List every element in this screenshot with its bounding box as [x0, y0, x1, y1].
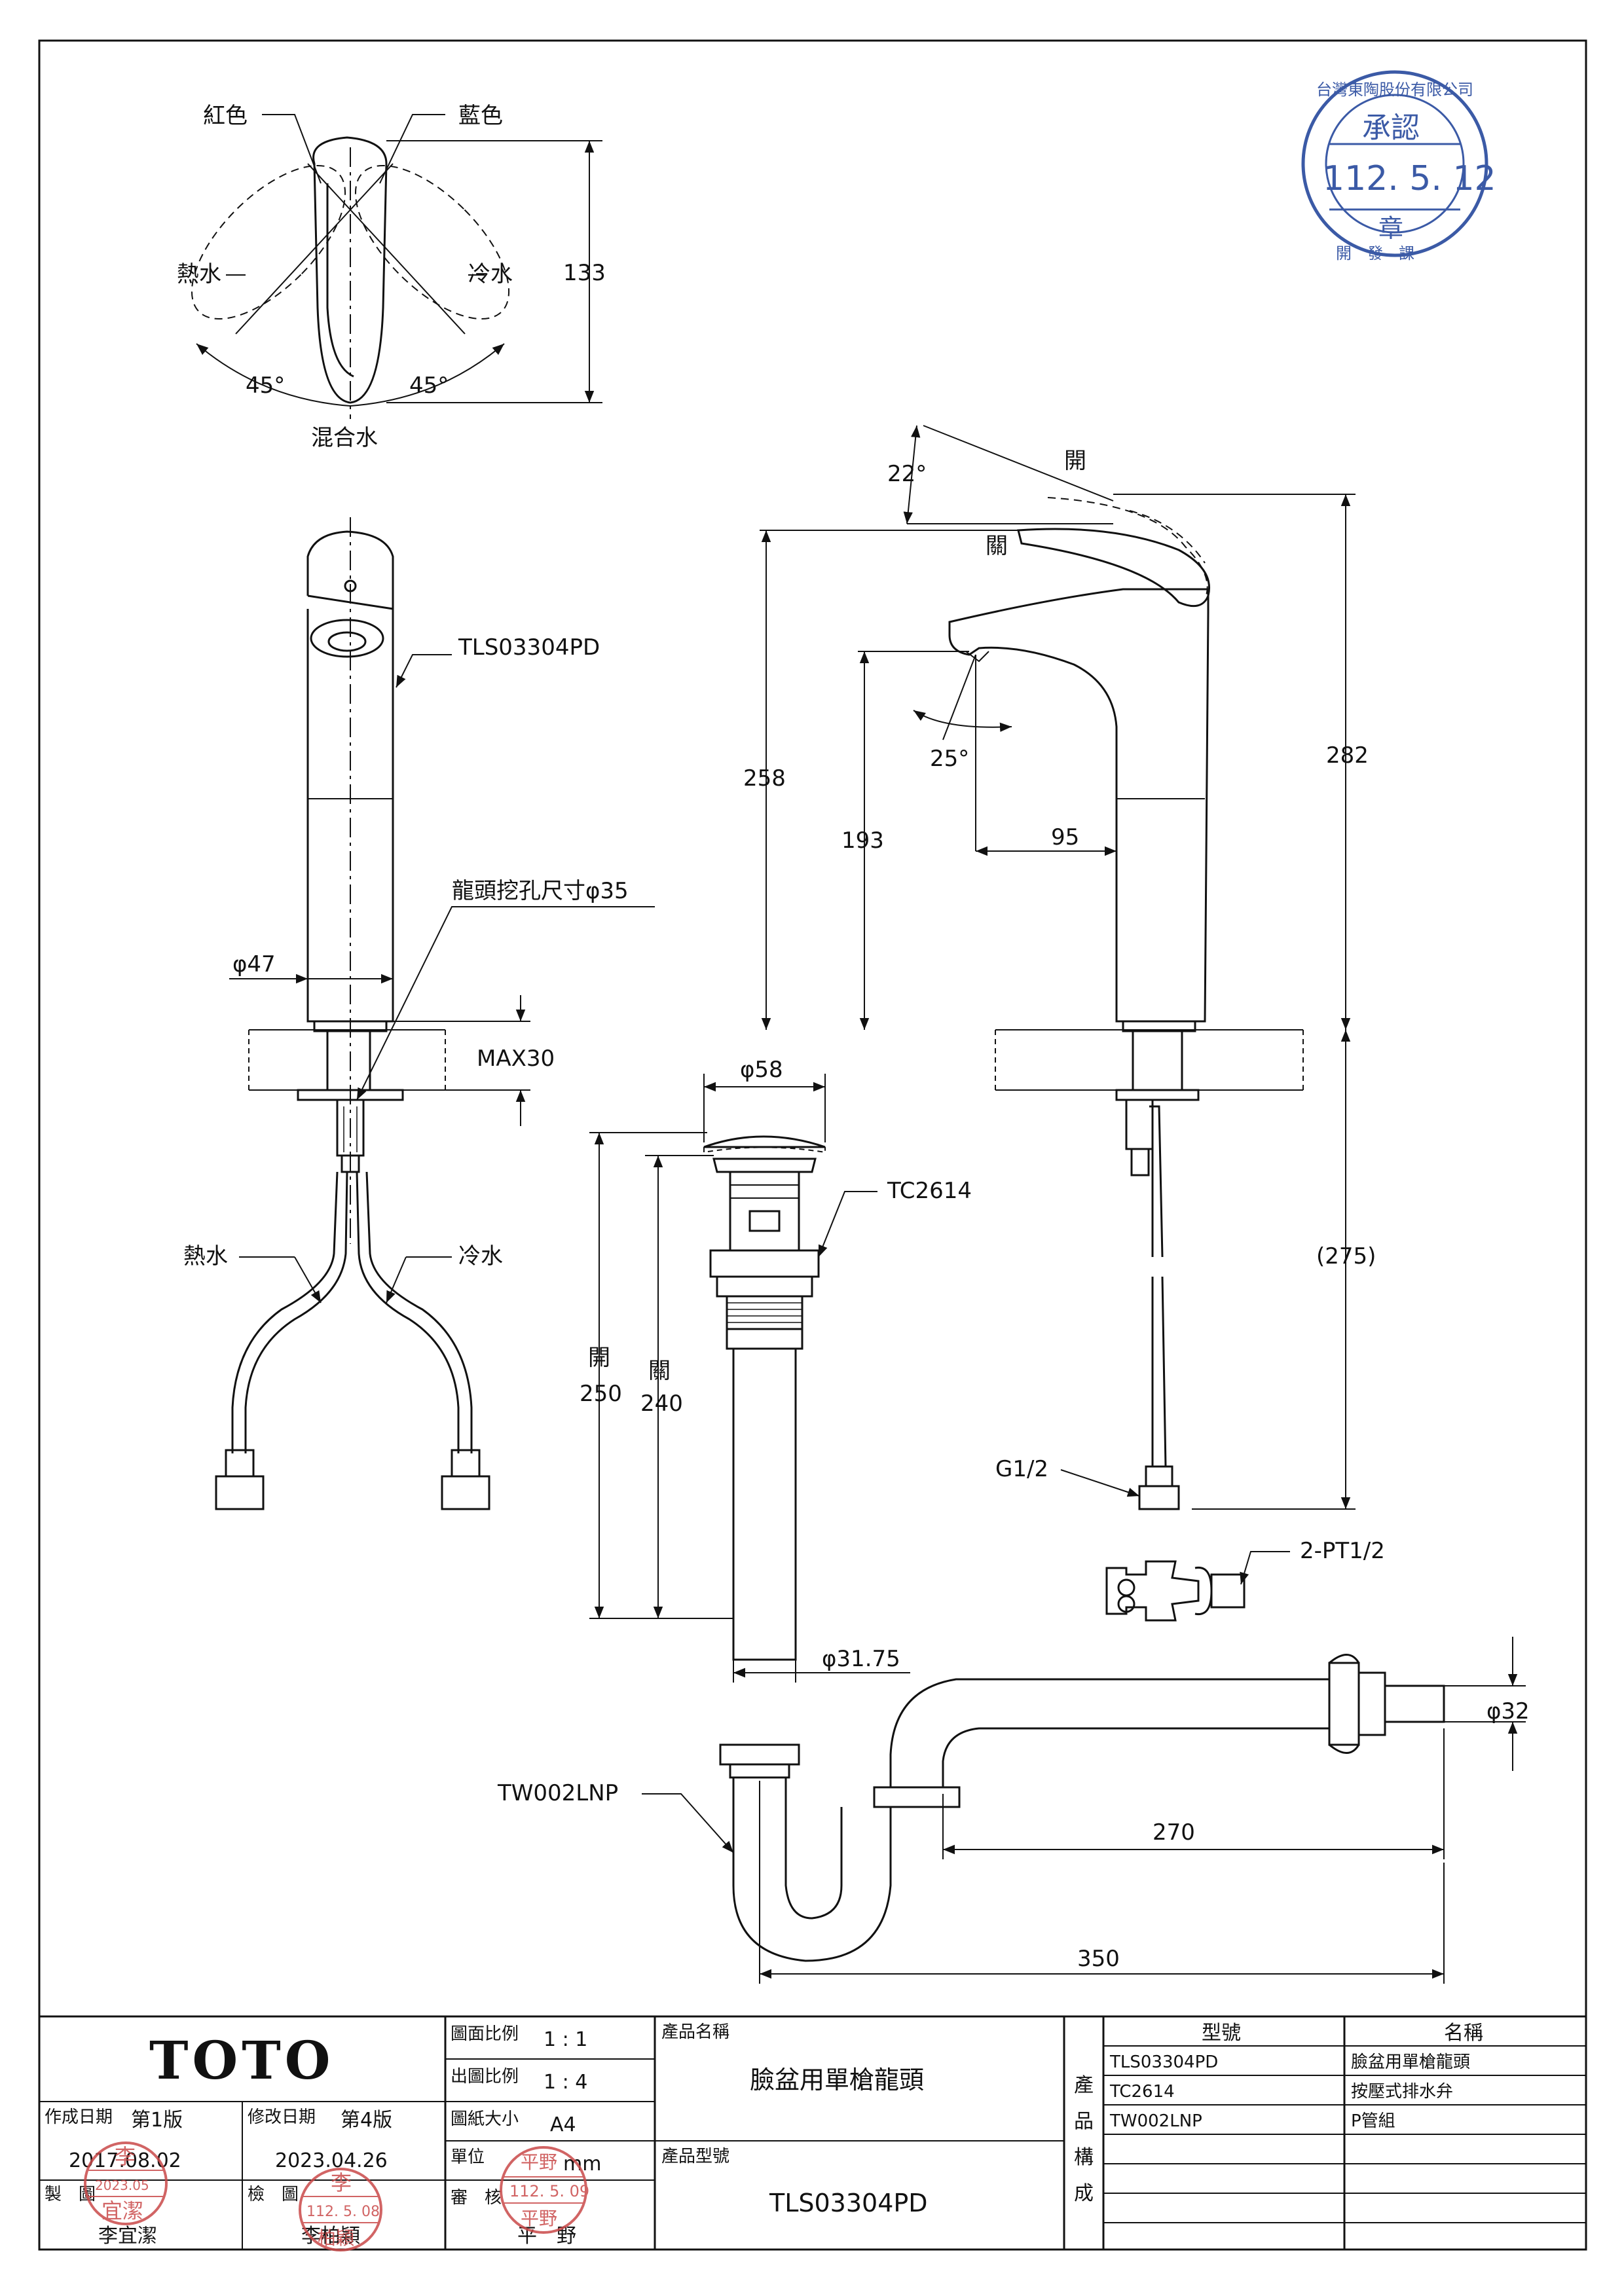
product-name-label: 產品名稱 — [661, 2022, 729, 2042]
output-scale-value: 1 : 4 — [544, 2071, 587, 2094]
label-mixed: 混合水 — [311, 425, 378, 451]
dim-133: 133 — [563, 260, 606, 286]
comp-row-3-name: P管組 — [1351, 2111, 1395, 2131]
label-hot-top: 熱水 — [177, 261, 221, 287]
dim-250: 250 — [580, 1381, 622, 1407]
dim-max30: MAX30 — [477, 1046, 555, 1072]
hole-size-label: 龍頭挖孔尺寸φ35 — [452, 878, 629, 904]
label-2pt12: 2-PT1/2 — [1300, 1538, 1385, 1564]
dim-282: 282 — [1326, 742, 1369, 769]
angle-right: 45° — [409, 373, 449, 399]
drawn-stamp-top: 李 — [115, 2144, 136, 2169]
label-cold-top: 冷水 — [468, 261, 513, 287]
checked-stamp: 李 112. 5. 08 柏穎 — [299, 2168, 382, 2251]
comp-row-1-name: 臉盆用單槍龍頭 — [1351, 2052, 1470, 2072]
outer-frame — [38, 39, 1587, 2251]
label-red: 紅色 — [203, 103, 248, 129]
product-model: TLS03304PD — [769, 2189, 928, 2217]
composition-char-1: 產 — [1074, 2074, 1094, 2097]
reviewed-stamp: 平野 112. 5. 09 平野 — [500, 2146, 589, 2234]
approval-stamp: 台灣東陶股份有限公司 承認 112. 5. 12 章 開 發 課 — [1301, 70, 1496, 263]
comp-row-2-name: 按壓式排水弁 — [1351, 2082, 1453, 2102]
modified-label: 修改日期 — [248, 2107, 316, 2127]
stamp-company: 台灣東陶股份有限公司 — [1316, 81, 1473, 99]
checked-stamp-name: 柏穎 — [318, 2227, 354, 2249]
scale-value: 1 : 1 — [544, 2028, 587, 2051]
stamp-date: 112. 5. 12 — [1323, 159, 1496, 198]
dim-270: 270 — [1153, 1819, 1195, 1846]
reviewed-stamp-date: 112. 5. 09 — [509, 2182, 589, 2200]
drawn-stamp-name: 宜潔 — [101, 2198, 143, 2223]
scale-label: 圖面比例 — [451, 2024, 519, 2044]
checked-stamp-top: 李 — [331, 2170, 352, 2195]
checked-stamp-date: 112. 5. 08 — [306, 2204, 380, 2220]
composition-char-2: 品 — [1074, 2110, 1094, 2133]
created-label: 作成日期 — [45, 2107, 113, 2127]
stamp-seal: 章 — [1378, 214, 1403, 243]
reviewed-label: 審 核 — [451, 2188, 502, 2208]
dim-193: 193 — [841, 828, 884, 854]
dim-258: 258 — [743, 765, 786, 792]
reviewed-stamp-top: 平野 — [521, 2151, 557, 2173]
unit-label: 單位 — [451, 2147, 485, 2167]
product-name: 臉盆用單槍龍頭 — [750, 2066, 924, 2094]
comp-row-2-model: TC2614 — [1109, 2082, 1175, 2102]
product-model-label: 產品型號 — [661, 2147, 729, 2166]
dim-phi3175: φ31.75 — [822, 1646, 900, 1672]
top-view-drawing — [191, 114, 602, 419]
ptrap-model-label: TW002LNP — [497, 1780, 618, 1806]
dim-240: 240 — [640, 1391, 683, 1417]
modified-version: 第4版 — [341, 2109, 392, 2132]
ptrap-drawing — [642, 1637, 1526, 1984]
reviewed-stamp-name: 平野 — [521, 2208, 557, 2229]
comp-header-name: 名稱 — [1444, 2022, 1483, 2045]
label-blue: 藍色 — [458, 103, 503, 129]
angle-left: 45° — [246, 373, 285, 399]
created-version: 第1版 — [131, 2109, 183, 2132]
label-hot-front: 熱水 — [183, 1243, 228, 1269]
drain-drawing — [589, 1074, 910, 1683]
front-model-label: TLS03304PD — [458, 634, 600, 661]
drain-model-label: TC2614 — [887, 1178, 972, 1204]
composition-char-4: 成 — [1074, 2182, 1094, 2205]
toto-logo: TOTO — [149, 2030, 334, 2091]
output-scale-label: 出圖比例 — [451, 2067, 519, 2086]
comp-row-1-model: TLS03304PD — [1109, 2052, 1218, 2072]
title-block-grid — [39, 2015, 1586, 2250]
label-open-lever: 開 — [1064, 448, 1086, 474]
dim-350: 350 — [1077, 1946, 1120, 1972]
comp-header-model: 型號 — [1202, 2022, 1241, 2045]
drawn-name: 李宜潔 — [98, 2225, 157, 2248]
dim-95: 95 — [1051, 824, 1079, 850]
label-close-drain: 關 — [648, 1358, 671, 1384]
modified-date: 2023.04.26 — [275, 2149, 388, 2172]
checked-label: 檢 圖 — [248, 2185, 299, 2204]
stamp-title: 承認 — [1362, 111, 1420, 145]
dim-phi47: φ47 — [232, 951, 276, 977]
paper-value: A4 — [550, 2113, 576, 2136]
label-g12: G1/2 — [995, 1456, 1048, 1482]
dim-phi58: φ58 — [740, 1057, 783, 1083]
dim-275: (275) — [1316, 1243, 1376, 1269]
label-cold-front: 冷水 — [458, 1243, 503, 1269]
label-close-lever: 關 — [986, 533, 1008, 559]
front-view-drawing — [215, 517, 655, 1510]
drawn-stamp: 李 2023.05 宜潔 — [84, 2141, 168, 2225]
angle-25: 25° — [930, 746, 969, 772]
stamp-dept: 開 發 課 — [1336, 244, 1414, 263]
dim-phi32: φ32 — [1486, 1698, 1530, 1724]
drawn-stamp-date: 2023.05 — [95, 2178, 149, 2193]
label-open-drain: 開 — [588, 1345, 610, 1371]
composition-char-3: 構 — [1074, 2146, 1094, 2169]
comp-row-3-model: TW002LNP — [1109, 2111, 1202, 2131]
side-view-drawing — [760, 425, 1356, 1622]
paper-label: 圖紙大小 — [451, 2109, 519, 2129]
angle-22: 22° — [887, 461, 927, 487]
